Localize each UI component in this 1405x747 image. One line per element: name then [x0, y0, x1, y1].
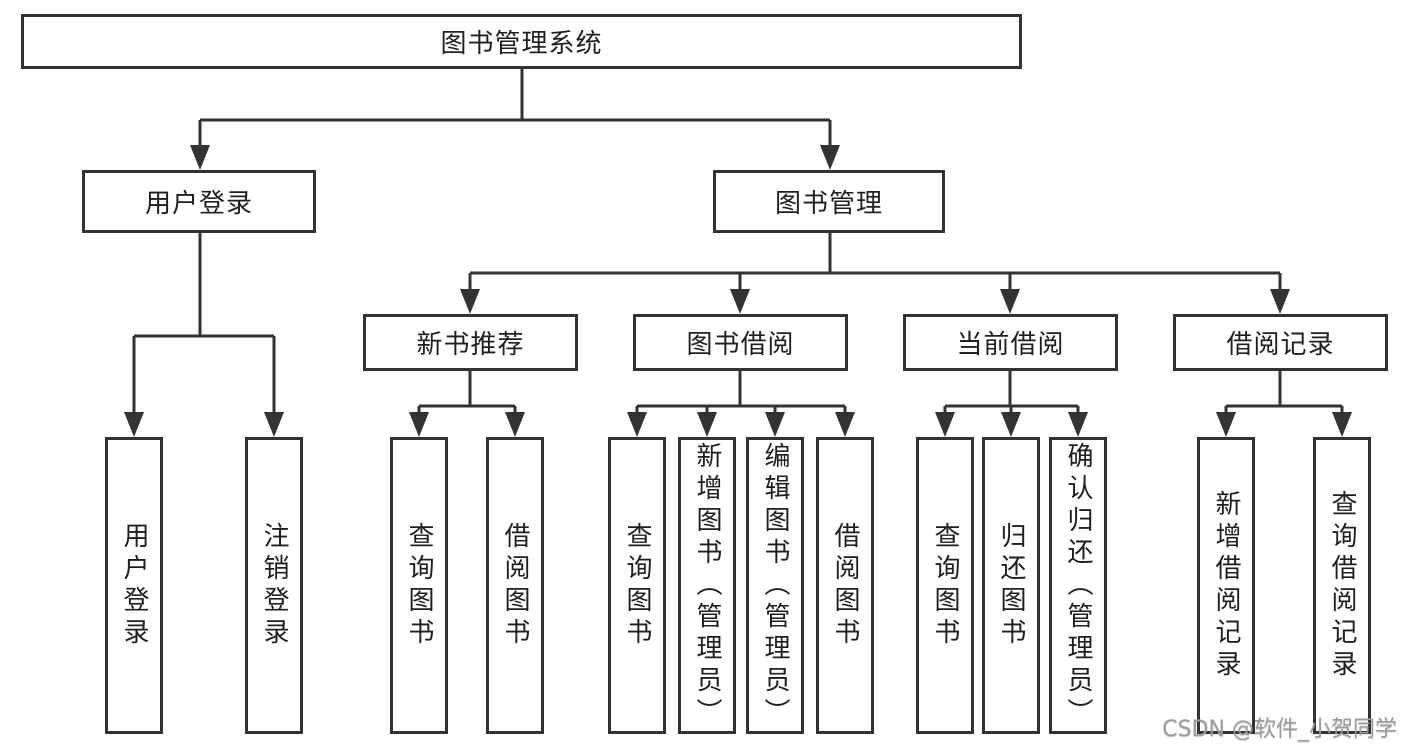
node-label: 用户登录: [119, 521, 149, 650]
node-book-borrowing: 图书借阅: [633, 314, 848, 371]
node-leaf-edit-books-admin: 编辑图书（管理员）: [746, 437, 804, 734]
node-label: 查询图书: [622, 521, 652, 650]
node-label: 借阅记录: [1226, 330, 1335, 360]
node-leaf-borrow-books-recommend: 借阅图书: [486, 437, 544, 734]
node-label: 新增图书（管理员）: [692, 441, 722, 730]
node-label: 当前借阅: [956, 330, 1065, 360]
node-label: 借阅图书: [830, 521, 860, 650]
node-leaf-return-books: 归还图书: [982, 437, 1040, 734]
node-leaf-confirm-return-admin: 确认归还（管理员）: [1049, 437, 1107, 734]
node-leaf-logout: 注销登录: [245, 437, 303, 734]
node-label: 图书管理系统: [440, 29, 603, 59]
node-new-book-recommendation: 新书推荐: [363, 314, 578, 371]
node-leaf-query-books-recommend: 查询图书: [390, 437, 448, 734]
node-borrowing-records: 借阅记录: [1173, 314, 1388, 371]
node-leaf-query-books-current: 查询图书: [916, 437, 974, 734]
node-label: 确认归还（管理员）: [1063, 441, 1093, 730]
node-book-management: 图书管理: [713, 170, 945, 233]
node-label: 归还图书: [996, 521, 1026, 650]
node-leaf-add-books-admin: 新增图书（管理员）: [678, 437, 736, 734]
node-root-library-management-system: 图书管理系统: [21, 14, 1022, 69]
node-label: 用户登录: [144, 189, 253, 219]
node-leaf-query-books-borrowing: 查询图书: [608, 437, 666, 734]
node-label: 新增借阅记录: [1211, 489, 1241, 682]
node-leaf-add-borrow-record: 新增借阅记录: [1197, 437, 1255, 734]
node-label: 图书借阅: [686, 330, 795, 360]
node-label: 借阅图书: [500, 521, 530, 650]
node-label: 查询图书: [930, 521, 960, 650]
node-label: 编辑图书（管理员）: [760, 441, 790, 730]
node-user-login: 用户登录: [82, 170, 316, 233]
node-label: 查询图书: [404, 521, 434, 650]
node-label: 新书推荐: [416, 330, 525, 360]
node-leaf-query-borrow-record: 查询借阅记录: [1313, 437, 1371, 734]
node-label: 图书管理: [774, 189, 883, 219]
node-label: 注销登录: [259, 521, 289, 650]
node-leaf-borrow-books: 借阅图书: [816, 437, 874, 734]
csdn-watermark: CSDN @软件_小贺同学: [1162, 717, 1397, 742]
node-label: 查询借阅记录: [1327, 489, 1357, 682]
node-current-borrowing: 当前借阅: [903, 314, 1118, 371]
node-leaf-user-login: 用户登录: [105, 437, 163, 734]
